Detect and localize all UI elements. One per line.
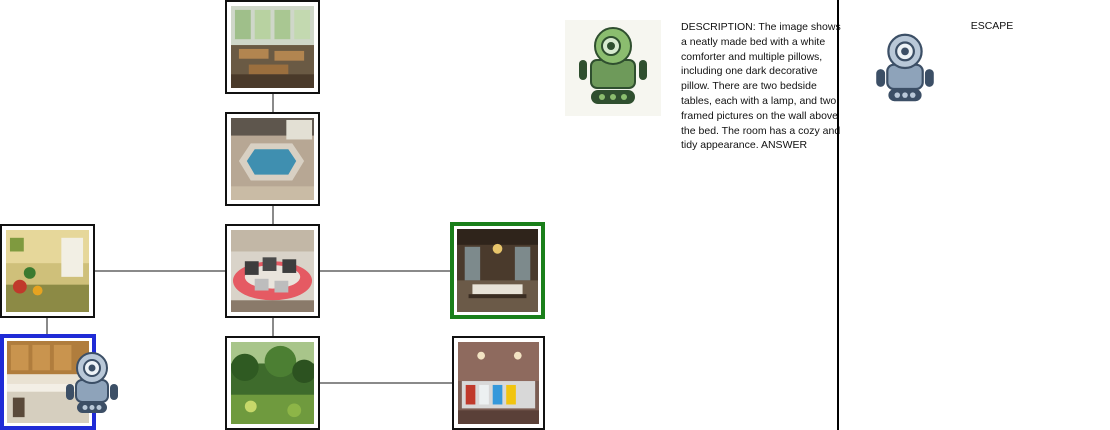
room-node-dining-hall-goal[interactable] (450, 222, 545, 319)
green-robot-icon (565, 20, 661, 116)
garden-photo (231, 342, 314, 424)
hot-tub-photo (231, 118, 314, 200)
escape-label: ESCAPE (970, 20, 1014, 32)
study-room-photo (231, 6, 314, 88)
edge-hot-tub-computer-lab (272, 206, 274, 224)
room-node-shop[interactable] (452, 336, 545, 430)
room-node-garden[interactable] (225, 336, 320, 430)
room-node-kitchen-current[interactable] (0, 334, 96, 430)
edge-study-hot-tub (272, 94, 274, 112)
robot-icon (874, 30, 936, 106)
playroom-photo (6, 230, 89, 312)
shop-photo (458, 342, 539, 424)
edge-playroom-computer-lab (95, 270, 225, 272)
edge-computer-lab-dining-hall (320, 270, 450, 272)
room-node-playroom[interactable] (0, 224, 95, 318)
computer-lab-photo (231, 230, 314, 312)
kitchen-photo (7, 341, 89, 423)
description-text: DESCRIPTION: The image shows a neatly ma… (681, 21, 841, 152)
room-node-computer-lab[interactable] (225, 224, 320, 318)
room-node-hot-tub[interactable] (225, 112, 320, 206)
robot-icon (64, 350, 120, 416)
dining-hall-photo (457, 229, 538, 312)
room-node-study-room[interactable] (225, 0, 320, 94)
edge-garden-shop (320, 382, 452, 384)
panel-divider (837, 0, 839, 430)
edge-computer-lab-garden (272, 318, 274, 336)
edge-playroom-kitchen (46, 318, 48, 334)
